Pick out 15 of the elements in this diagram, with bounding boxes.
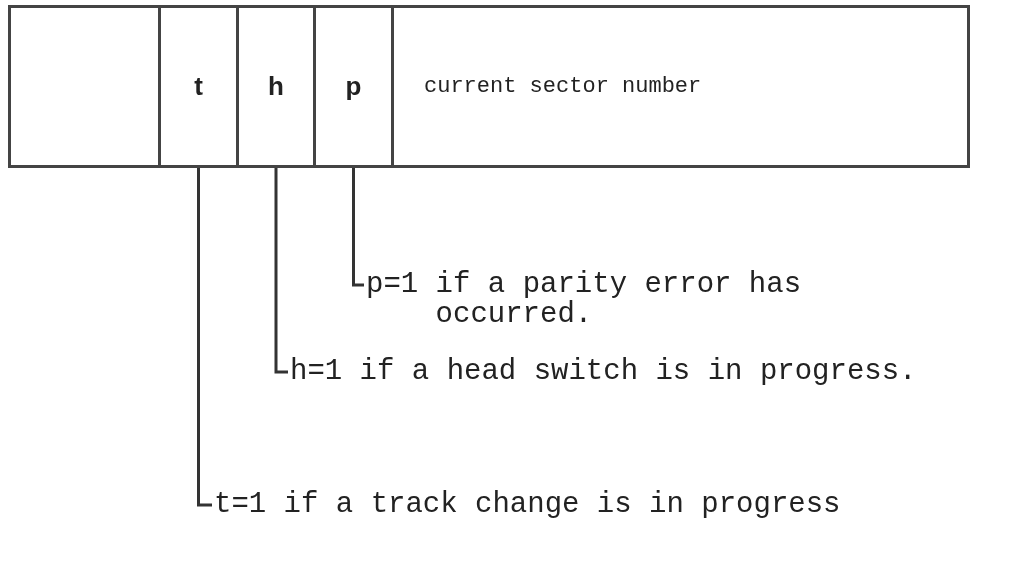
field-label: current sector number bbox=[424, 74, 702, 99]
leader-line bbox=[274, 168, 288, 374]
register-field bbox=[391, 5, 970, 168]
register-field bbox=[8, 5, 161, 168]
register-field bbox=[158, 5, 239, 168]
leader-line bbox=[197, 168, 212, 507]
leader-line bbox=[352, 168, 364, 287]
field-label: t bbox=[194, 71, 203, 102]
register-field bbox=[313, 5, 394, 168]
annotation-text: p=1 if a parity error has occurred. bbox=[366, 270, 906, 330]
annotation-text: t=1 if a track change is in progress bbox=[214, 490, 841, 520]
field-label: h bbox=[268, 71, 284, 102]
field-label: p bbox=[345, 71, 362, 102]
annotation-text: h=1 if a head switch is in progress. bbox=[290, 357, 917, 387]
register-field bbox=[236, 5, 316, 168]
